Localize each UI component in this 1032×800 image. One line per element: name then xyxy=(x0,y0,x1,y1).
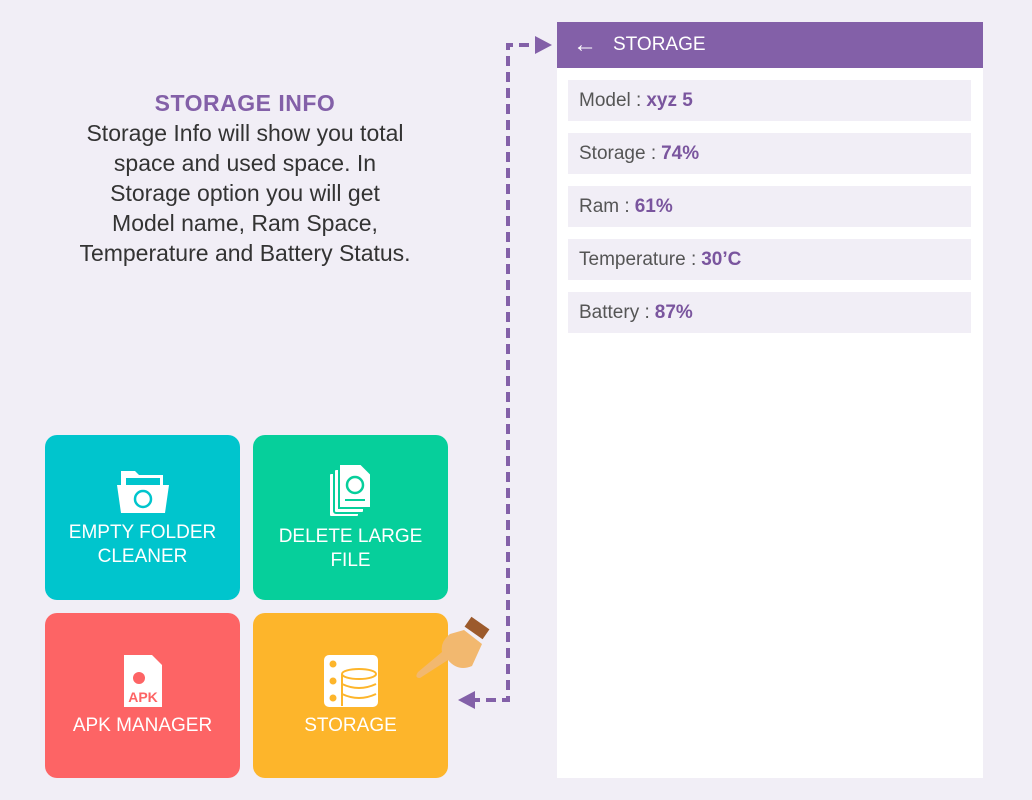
tile-label: FILE xyxy=(330,549,371,571)
tile-label: CLEANER xyxy=(97,545,188,567)
svg-text:APK: APK xyxy=(128,689,158,705)
pointing-hand-icon xyxy=(416,616,490,678)
storage-screen: ← STORAGE Model :xyz 5 Storage :74% Ram … xyxy=(557,22,983,778)
dashed-connector-line xyxy=(472,43,545,702)
row-label: Model : xyxy=(579,89,642,111)
info-row-battery: Battery :87% xyxy=(568,292,971,333)
tile-storage[interactable]: STORAGE xyxy=(253,613,448,778)
folder-refresh-icon xyxy=(116,470,169,513)
info-line: Model name, Ram Space, xyxy=(112,210,378,236)
tile-label: APK MANAGER xyxy=(72,714,213,736)
row-label: Battery : xyxy=(579,301,650,323)
info-row-ram: Ram :61% xyxy=(568,186,971,227)
info-line: Temperature and Battery Status. xyxy=(79,240,411,266)
row-value: 74% xyxy=(661,142,700,164)
apk-file-icon: APK xyxy=(123,654,162,707)
info-line: space and used space. In xyxy=(113,150,377,176)
arrow-left-icon xyxy=(458,691,475,709)
app-bar: ← STORAGE xyxy=(557,22,983,68)
database-server-icon xyxy=(323,654,378,707)
row-value: xyz 5 xyxy=(646,89,693,111)
screen-title: STORAGE xyxy=(613,34,706,55)
info-row-model: Model :xyz 5 xyxy=(568,80,971,121)
row-label: Ram : xyxy=(579,195,630,217)
row-label: Storage : xyxy=(579,142,657,164)
tile-label: DELETE LARGE xyxy=(278,525,423,547)
arrow-right-icon xyxy=(535,36,552,54)
row-value: 30’C xyxy=(701,248,742,270)
tile-label: EMPTY FOLDER xyxy=(68,521,217,543)
back-arrow-icon[interactable]: ← xyxy=(573,31,597,58)
tile-apk-manager[interactable]: APK APK MANAGER xyxy=(45,613,240,778)
info-row-storage: Storage :74% xyxy=(568,133,971,174)
tile-label: STORAGE xyxy=(304,714,397,736)
info-title: STORAGE INFO xyxy=(154,90,336,116)
storage-info-description: STORAGE INFO Storage Info will show you … xyxy=(20,88,470,268)
info-row-temperature: Temperature :30’C xyxy=(568,239,971,280)
tile-empty-folder-cleaner[interactable]: EMPTY FOLDER CLEANER xyxy=(45,435,240,600)
row-value: 87% xyxy=(654,301,693,323)
tile-delete-large-file[interactable]: DELETE LARGE FILE xyxy=(253,435,448,600)
row-label: Temperature : xyxy=(579,248,697,270)
row-value: 61% xyxy=(634,195,673,217)
info-line: Storage option you will get xyxy=(110,180,380,206)
info-line: Storage Info will show you total xyxy=(86,120,404,146)
files-refresh-icon xyxy=(327,462,372,518)
